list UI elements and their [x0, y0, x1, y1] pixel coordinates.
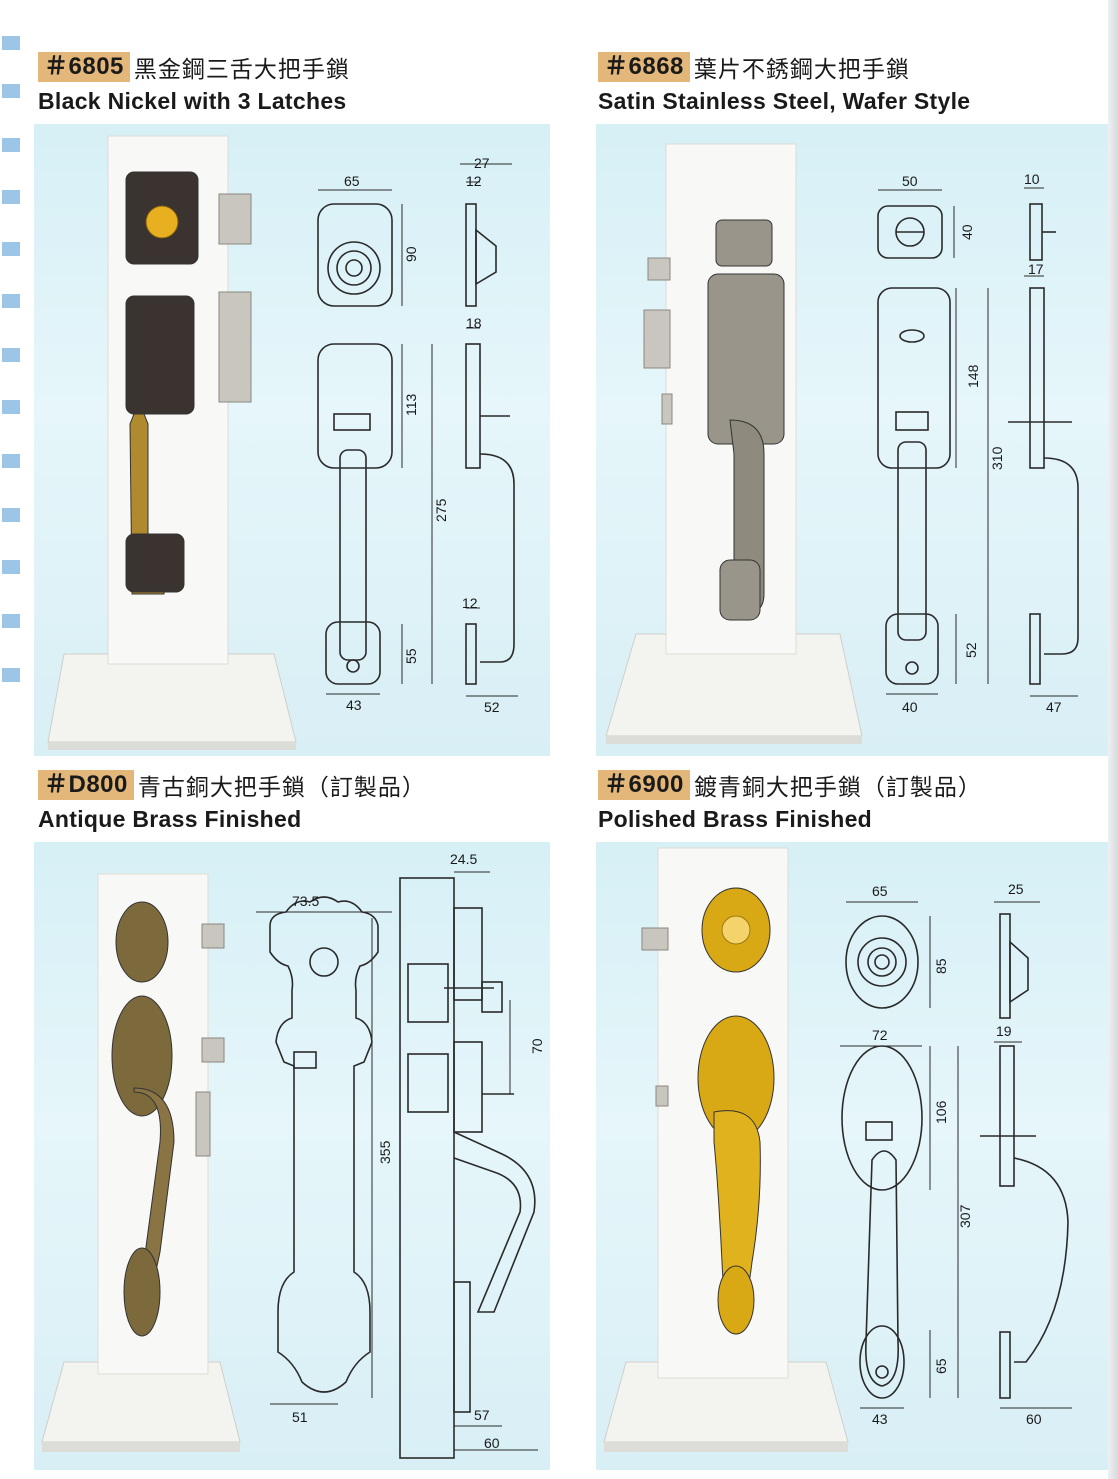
product-name-cn: 黑金鋼三舌大把手鎖	[133, 57, 350, 83]
dim-label: 12	[466, 173, 482, 189]
drawing-front-6805	[317, 189, 433, 695]
product-name-en: Satin Stainless Steel, Wafer Style	[598, 88, 971, 114]
dim-label: 47	[1046, 699, 1062, 715]
drawing-side-6805	[460, 163, 518, 697]
dim-label: 355	[377, 1140, 393, 1164]
dim-label: 307	[957, 1204, 973, 1228]
page-right-edge	[1108, 0, 1118, 1479]
dim-label: 50	[902, 173, 918, 189]
dim-label: 60	[1026, 1411, 1042, 1427]
product-name-en: Antique Brass Finished	[38, 806, 302, 832]
product-panel-6805: 65 90 27 12 18 113 275 12 55 43 52	[34, 124, 550, 756]
dim-label: 72	[872, 1027, 888, 1043]
dim-label: 106	[933, 1100, 949, 1124]
drawing-side-6900	[980, 901, 1072, 1409]
dim-label: 27	[474, 155, 490, 171]
dim-label: 148	[965, 364, 981, 388]
dim-label: 43	[346, 697, 362, 713]
dim-label: 17	[1028, 261, 1044, 277]
drawing-side-6868	[1008, 187, 1079, 697]
dim-label: 25	[1008, 881, 1024, 897]
dim-label: 60	[484, 1435, 500, 1451]
dim-label: 40	[902, 699, 918, 715]
product-photo-6805	[47, 135, 297, 750]
product-code: ＃D800	[38, 770, 134, 800]
dim-label: 51	[292, 1409, 308, 1425]
dim-label: 65	[933, 1358, 949, 1374]
product-name-en: Black Nickel with 3 Latches	[38, 88, 347, 114]
product-heading-6900: ＃6900 鍍青銅大把手鎖（訂製品） Polished Brass Finish…	[598, 770, 982, 833]
product-heading-6805: ＃6805 黑金鋼三舌大把手鎖 Black Nickel with 3 Latc…	[38, 52, 350, 115]
dim-label: 275	[433, 498, 449, 522]
product-code: ＃6805	[38, 52, 130, 82]
product-panel-d800: 73.5 24.5 70 355 51 57 60	[34, 842, 550, 1470]
product-photo-6900	[603, 847, 849, 1452]
dim-label: 73.5	[292, 893, 319, 909]
drawing-front-6900	[840, 901, 959, 1409]
product-photo-d800	[41, 873, 241, 1452]
product-code: ＃6900	[598, 770, 690, 800]
dim-label: 57	[474, 1407, 490, 1423]
dim-label: 24.5	[450, 851, 477, 867]
drawing-side-d800	[399, 871, 538, 1459]
dim-label: 52	[484, 699, 500, 715]
dim-label: 19	[996, 1023, 1012, 1039]
product-heading-d800: ＃D800 青古銅大把手鎖（訂製品） Antique Brass Finishe…	[38, 770, 426, 833]
product-name-cn: 青古銅大把手鎖（訂製品）	[137, 775, 426, 801]
dim-label: 12	[462, 595, 478, 611]
dim-label: 18	[466, 315, 482, 331]
dim-label: 90	[403, 246, 419, 262]
product-panel-6868: 50 40 10 17 148 310 52 40 47	[596, 124, 1108, 756]
product-heading-6868: ＃6868 葉片不銹鋼大把手鎖 Satin Stainless Steel, W…	[598, 52, 970, 115]
dim-label: 65	[344, 173, 360, 189]
page-edge-marks	[0, 0, 22, 700]
product-photo-6868	[605, 143, 863, 744]
dim-label: 65	[872, 883, 888, 899]
dim-label: 85	[933, 958, 949, 974]
dim-label: 55	[403, 648, 419, 664]
dim-label: 10	[1024, 171, 1040, 187]
product-name-en: Polished Brass Finished	[598, 806, 873, 832]
dim-label: 43	[872, 1411, 888, 1427]
dim-label: 52	[963, 642, 979, 658]
product-name-cn: 葉片不銹鋼大把手鎖	[693, 57, 910, 83]
drawing-front-6868	[877, 189, 989, 695]
dim-label: 113	[403, 393, 419, 416]
dim-label: 70	[529, 1038, 545, 1054]
product-panel-6900: 65 85 25 72 19 106 307 65 43 60	[596, 842, 1108, 1470]
dim-label: 40	[959, 224, 975, 240]
product-name-cn: 鍍青銅大把手鎖（訂製品）	[693, 775, 982, 801]
dim-label: 310	[989, 446, 1005, 470]
product-code: ＃6868	[598, 52, 690, 82]
drawing-front-d800	[256, 896, 392, 1405]
